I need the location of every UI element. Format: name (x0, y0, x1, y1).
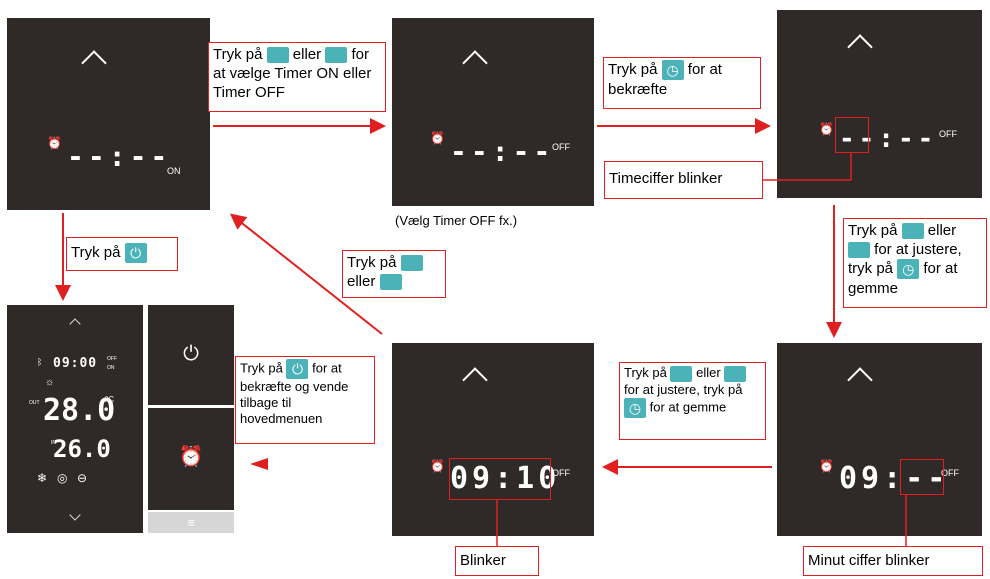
label-text: Tryk på (608, 61, 658, 78)
timer-panel-2: ⏰ --:-- OFF (392, 18, 594, 206)
label-text: for at gemme (649, 399, 727, 414)
step4-label: Tryk på eller for at justere, tryk på ◷ … (619, 362, 766, 440)
up-icon[interactable] (847, 34, 873, 60)
label-text: Tryk på (347, 254, 397, 271)
power-icon: ⏻ (183, 343, 199, 365)
blinker-label: Blinker (455, 546, 539, 576)
hour-blink-label: Timeciffer blinker (604, 161, 763, 199)
timer-key-icon: ◷ (624, 397, 646, 418)
menu-button[interactable]: ≡ (148, 512, 234, 533)
timer-button[interactable]: ⏰ (148, 408, 234, 510)
alarm-icon: ⏰ (819, 122, 834, 136)
power-key-icon: ⏻ (124, 243, 147, 264)
timer-mode: ON (167, 166, 181, 176)
label-text: Blinker (460, 552, 506, 569)
sun-icon: ☼ (45, 377, 55, 388)
timer-panel-4: ⏰ 09:10 OFF (392, 343, 594, 536)
step2-label: Tryk på ◷ for at bekræfte (603, 57, 761, 109)
up-icon[interactable] (462, 50, 488, 76)
label-text: for at justere, tryk på (624, 381, 743, 397)
up-key-icon (901, 223, 924, 240)
timer-mode: OFF (552, 468, 570, 478)
label-text: Tryk på (71, 244, 121, 261)
in-label: IN (51, 440, 56, 446)
timer-panel-5: ⏰ 09:-- OFF (777, 343, 982, 536)
menu-icon: ≡ (187, 515, 195, 530)
up-key-icon (670, 365, 693, 382)
label-text: eller (696, 365, 721, 380)
label-text: for at gemme (848, 260, 958, 298)
timer-display: --:-- (839, 124, 938, 154)
step1-label: Tryk på eller for at vælge Timer ON elle… (208, 42, 386, 112)
timer-mode: OFF (939, 129, 957, 139)
mode-icon: ◎ (57, 471, 68, 485)
label-text: Minut ciffer blinker (808, 552, 930, 569)
up-key-icon (400, 255, 423, 272)
step3-label: Tryk på eller for at justere, tryk på ◷ … (843, 218, 987, 308)
alarm-clock-icon: ⏰ (178, 446, 204, 468)
unit-label: °C (105, 395, 114, 404)
up-icon[interactable] (847, 367, 873, 393)
timer-panel-3: ⏰ --:-- OFF (777, 10, 982, 198)
off-label: OFF (107, 356, 117, 362)
down-key-icon (379, 274, 402, 291)
timer-mode: OFF (552, 142, 570, 152)
power-label: Tryk på ⏻ (66, 237, 178, 271)
outdoor-temp: 28.0 (43, 393, 116, 428)
on-label: ON (107, 365, 115, 371)
down-key-icon (724, 365, 747, 382)
down-key-icon (325, 47, 348, 64)
down-icon[interactable] (69, 509, 81, 521)
label-text: Tryk på (848, 222, 898, 239)
label-text: Tryk på (240, 360, 283, 376)
timer-display: --:-- (450, 135, 555, 168)
up-key-icon (266, 47, 289, 64)
alarm-icon: ⏰ (430, 131, 445, 145)
timer-display: 09:10 (450, 461, 561, 496)
label-text: Tryk på (624, 365, 667, 380)
alarm-icon: ⏰ (430, 459, 445, 473)
timer-key-icon: ◷ (897, 259, 920, 280)
minutes-highlight-4 (449, 458, 551, 500)
timer-mode: OFF (941, 468, 959, 478)
out-label: OUT (29, 400, 40, 406)
hour-highlight (835, 117, 869, 153)
up-icon[interactable] (69, 318, 81, 330)
label-text: eller (927, 222, 957, 239)
minutes-highlight-5 (900, 459, 944, 495)
bluetooth-icon: ᛒ (37, 357, 43, 367)
controller-main: ᛒ 09:00 OFF ON ☼ OUT 28.0 °C IN 26.0 ❄ ◎… (7, 305, 143, 533)
timer-display: 09:-- (839, 461, 950, 496)
back-label: Tryk på eller (342, 250, 446, 298)
panel-2-caption: (Vælg Timer OFF fx.) (395, 213, 518, 228)
timer-panel-1: ⏰ --:-- ON (7, 18, 210, 210)
label-text: for at bekræfte og vende tilbage til hov… (240, 360, 349, 426)
speed-icon: ⊖ (77, 471, 88, 485)
fan-icon: ❄ (37, 471, 48, 485)
label-text: for at bekræfte (608, 61, 722, 99)
alarm-icon: ⏰ (47, 136, 62, 150)
label-text: eller (347, 273, 376, 290)
up-icon[interactable] (462, 367, 488, 393)
arrow-head-back (250, 458, 268, 470)
minute-blink-label: Minut ciffer blinker (803, 546, 983, 576)
power-key-icon: ⏻ (286, 359, 309, 379)
alarm-icon: ⏰ (819, 459, 834, 473)
label-text: Timeciffer blinker (609, 170, 723, 187)
down-key-icon (848, 242, 870, 259)
indoor-temp: 26.0 (53, 435, 111, 463)
clock-display: 09:00 (53, 356, 98, 371)
up-icon[interactable] (81, 50, 107, 76)
label-text: for at vælge Timer ON eller Timer OFF (213, 46, 372, 101)
label-text: eller (292, 46, 322, 63)
step5-label: Tryk på ⏻ for at bekræfte og vende tilba… (235, 356, 375, 444)
timer-key-icon: ◷ (661, 60, 684, 81)
power-button[interactable]: ⏻ (148, 305, 234, 405)
label-text: Tryk på (213, 46, 263, 63)
label-text: for at justere, tryk på (848, 241, 962, 277)
timer-display: --:-- (67, 140, 172, 173)
